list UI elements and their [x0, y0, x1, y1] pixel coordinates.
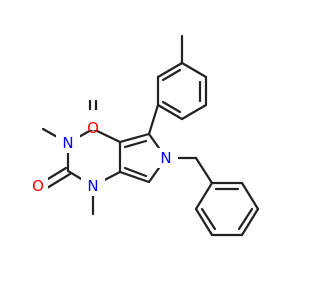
- bond: [237, 207, 254, 231]
- bond: [240, 207, 260, 237]
- nitrogen-atom-label: N: [160, 149, 171, 167]
- oxygen-atom-label: O: [87, 119, 99, 137]
- bond: [194, 181, 214, 211]
- atom-labels: O N O N N: [28, 110, 178, 197]
- bond: [200, 207, 217, 231]
- bond: [123, 166, 148, 178]
- bond: [180, 103, 208, 121]
- bond: [161, 100, 182, 114]
- bond: [156, 61, 184, 79]
- oxygen-atom-label: O: [32, 177, 44, 195]
- bond: [147, 103, 160, 136]
- bond: [156, 103, 184, 121]
- bond: [91, 127, 122, 144]
- bond: [194, 156, 214, 185]
- nitrogen-atom-label: N: [87, 177, 98, 195]
- bond: [45, 172, 72, 190]
- bond: [123, 139, 148, 149]
- bond: [180, 61, 208, 79]
- nitrogen-atom-label: N: [62, 134, 73, 152]
- bond: [118, 132, 151, 144]
- bond: [240, 181, 260, 211]
- bond: [194, 207, 214, 237]
- molecule-structure-diagram: O N O N N: [28, 34, 260, 237]
- bond: [118, 170, 151, 184]
- bond: [161, 68, 182, 82]
